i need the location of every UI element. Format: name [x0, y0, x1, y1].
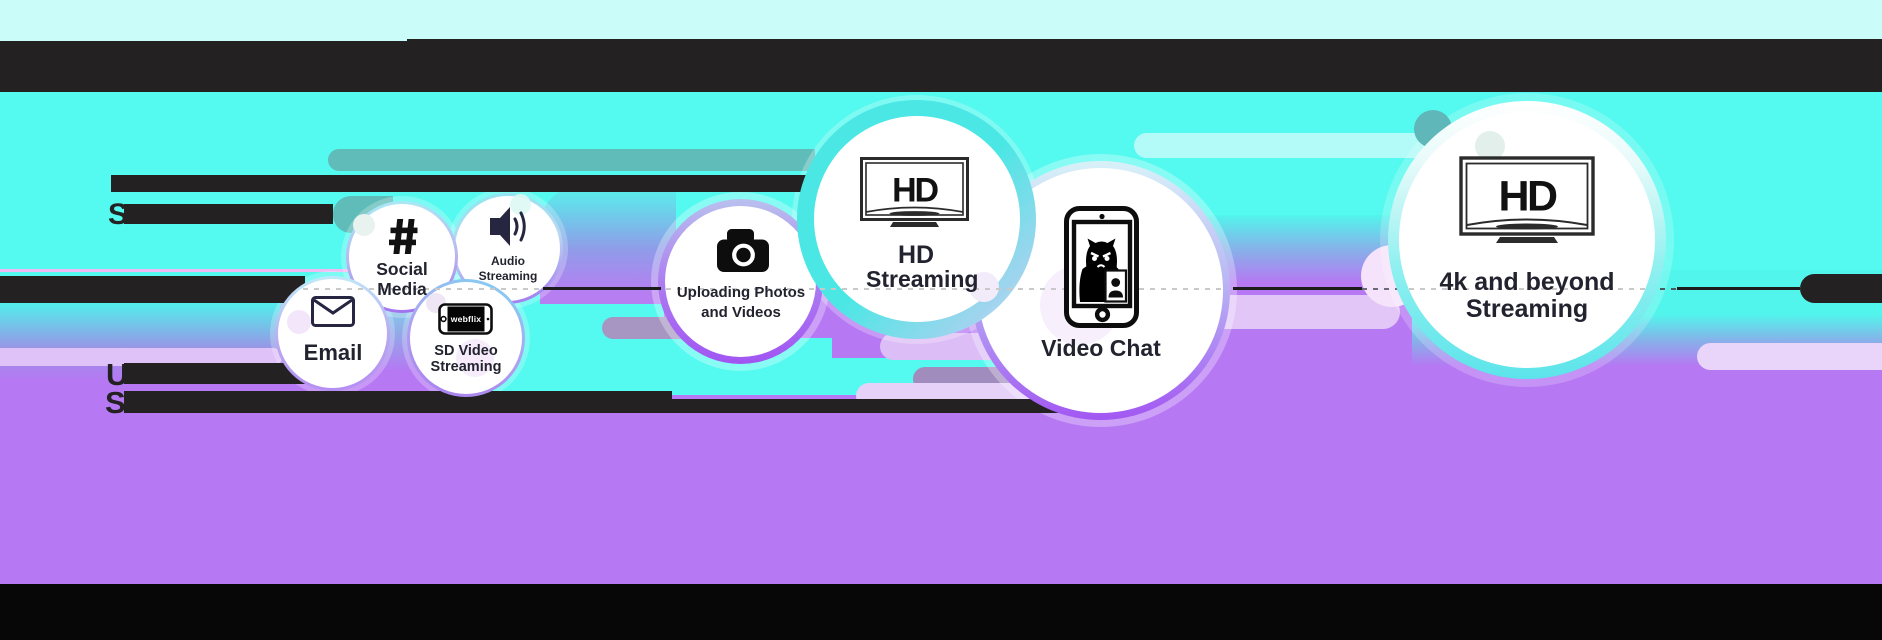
svg-text:HD: HD — [892, 172, 938, 210]
svg-text:HD: HD — [1499, 173, 1557, 221]
svg-text:webflix: webflix — [450, 314, 482, 324]
